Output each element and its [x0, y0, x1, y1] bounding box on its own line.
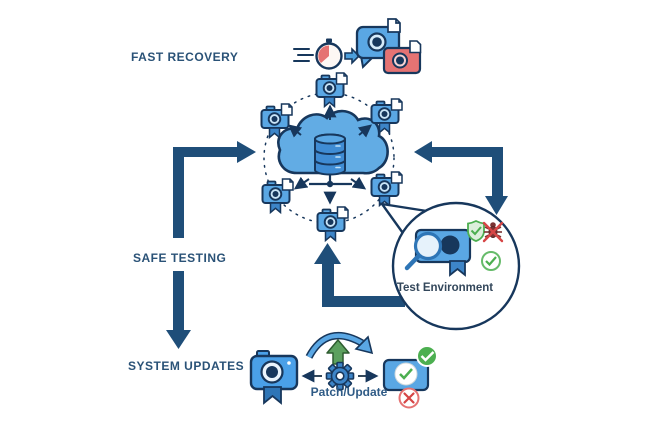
- green-upgrade-arrow-icon: [326, 339, 350, 365]
- snapshot-camera-icon: [370, 171, 403, 207]
- test-environment-callout: Test Environment: [379, 201, 521, 331]
- gear-icon: [325, 361, 355, 391]
- test-environment-label: Test Environment: [397, 282, 493, 294]
- restored-snapshot-icon: [355, 18, 422, 75]
- no-bugs-icon: [482, 221, 504, 243]
- dashed-orbit: [263, 92, 395, 224]
- system-updates-label: SYSTEM UPDATES: [128, 359, 244, 373]
- right-elbow-arrow: [414, 141, 508, 215]
- bottom-elbow-arrow: [314, 243, 405, 307]
- snapshot-camera-icon: [261, 178, 294, 214]
- patched-device-icon: [382, 358, 430, 392]
- verified-check-icon: [481, 251, 501, 271]
- distribution-node: [309, 174, 352, 188]
- snapshot-camera-icon: [316, 206, 349, 242]
- shield-check-icon: [467, 219, 485, 242]
- system-camera-icon: [249, 350, 299, 405]
- fast-recovery-label: FAST RECOVERY: [131, 50, 238, 64]
- update-cycle-arrow-icon: [305, 331, 374, 359]
- spoke-arrows: [287, 104, 373, 205]
- snapshot-camera-icon: [315, 72, 348, 108]
- success-badge-icon: [416, 345, 438, 367]
- safe-testing-label: SAFE TESTING: [133, 251, 226, 265]
- left-elbow-arrow: [166, 141, 256, 349]
- magnifier-camera-icon: [404, 228, 472, 277]
- stopwatch-icon: [293, 38, 343, 70]
- patch-update-label: Patch/Update: [311, 385, 388, 399]
- speed-arrow-icon: [344, 47, 361, 65]
- error-badge-icon: [398, 387, 420, 409]
